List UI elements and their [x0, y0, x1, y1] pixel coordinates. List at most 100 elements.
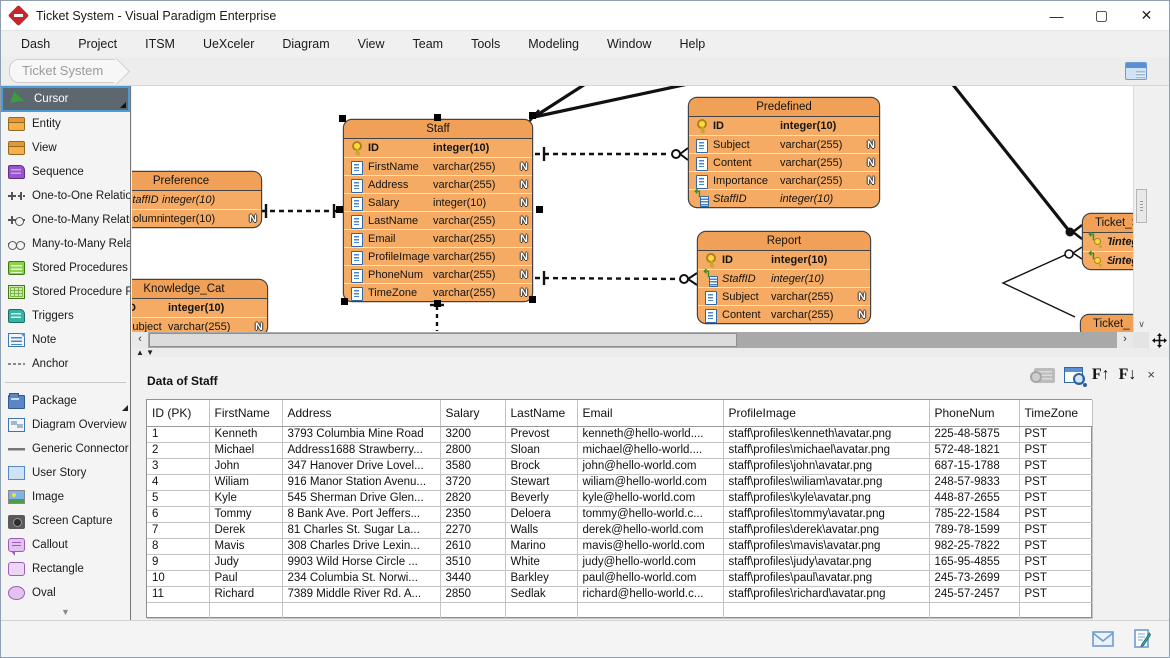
table-cell[interactable]: Address1688 Strawberry...	[282, 442, 441, 459]
table-cell[interactable]: staff\profiles\kyle\avatar.png	[723, 490, 930, 507]
menu-item[interactable]: Window	[607, 37, 652, 51]
table-cell[interactable]: 572-48-1821	[929, 442, 1020, 459]
table-cell[interactable]: 3200	[440, 426, 506, 443]
table-cell[interactable]: wiliam@hello-world.com	[577, 474, 724, 491]
table-cell[interactable]: Paul	[209, 570, 283, 587]
close-button[interactable]: ✕	[1140, 7, 1153, 23]
scroll-left-arrow[interactable]: ‹	[132, 332, 148, 348]
panel-close-button[interactable]: ×	[1147, 367, 1155, 382]
table-cell[interactable]: 448-87-2655	[929, 490, 1020, 507]
entity-column-row[interactable]: ID integer(10)	[689, 117, 879, 135]
menu-item[interactable]: View	[357, 37, 385, 51]
table-cell[interactable]: 1	[147, 426, 210, 443]
column-header[interactable]: ProfileImage	[723, 400, 930, 427]
table-cell[interactable]: 7	[147, 522, 210, 539]
table-cell[interactable]: 308 Charles Drive Lexin...	[282, 538, 441, 555]
horizontal-scroll-thumb[interactable]	[149, 333, 737, 347]
table-cell[interactable]: Deloera	[505, 506, 578, 523]
table-cell[interactable]	[209, 602, 283, 619]
table-cell[interactable]: 545 Sherman Drive Glen...	[282, 490, 441, 507]
table-cell[interactable]: mavis@hello-world.com	[577, 538, 724, 555]
table-cell[interactable]: staff\profiles\mavis\avatar.png	[723, 538, 930, 555]
table-cell[interactable]: 7389 Middle River Rd. A...	[282, 586, 441, 603]
table-cell[interactable]: 5	[147, 490, 210, 507]
entity-column-row[interactable]: Email varchar(255) N	[344, 229, 532, 247]
entity-column-row[interactable]: Subject varchar(255) N	[132, 317, 267, 332]
table-cell[interactable]: PST	[1019, 538, 1093, 555]
breadcrumb[interactable]: Ticket System	[9, 59, 119, 83]
table-cell[interactable]: paul@hello-world.com	[577, 570, 724, 587]
splitter-collapse-down[interactable]: ▼	[146, 348, 155, 357]
table-cell[interactable]: Judy	[209, 554, 283, 571]
table-cell[interactable]: 245-73-2699	[929, 570, 1020, 587]
table-cell[interactable]: PST	[1019, 586, 1093, 603]
table-cell[interactable]: PST	[1019, 426, 1093, 443]
table-cell[interactable]: kyle@hello-world.com	[577, 490, 724, 507]
entity-title[interactable]: Predefined	[689, 98, 879, 117]
toolbox-item[interactable]: User Story	[1, 461, 130, 485]
table-cell[interactable]	[282, 602, 441, 619]
table-cell[interactable]: Sedlak	[505, 586, 578, 603]
toolbox-item[interactable]: View	[1, 136, 130, 160]
pan-mode-icon[interactable]	[1151, 332, 1168, 349]
toolbox-item[interactable]: Screen Capture	[1, 509, 130, 533]
menu-item[interactable]: Tools	[471, 37, 501, 51]
table-cell[interactable]: 2350	[440, 506, 506, 523]
table-cell[interactable]: 11	[147, 586, 210, 603]
table-cell[interactable]: 916 Manor Station Avenu...	[282, 474, 441, 491]
entity-title[interactable]: Ticket_S	[1083, 214, 1133, 233]
entity-preference[interactable]: Preference StaffID integer(10) Col	[132, 171, 262, 228]
table-cell[interactable]: 2850	[440, 586, 506, 603]
selection-handle[interactable]	[529, 296, 536, 303]
entity-column-row[interactable]: ID integer(10)	[698, 251, 870, 269]
table-cell[interactable]: 982-25-7822	[929, 538, 1020, 555]
table-cell[interactable]	[577, 602, 724, 619]
table-cell[interactable]: michael@hello-world....	[577, 442, 724, 459]
entity-column-row[interactable]: ID integer(10)	[132, 299, 267, 317]
column-header[interactable]: LastName	[505, 400, 578, 427]
view-editable-table-icon[interactable]	[1063, 367, 1085, 385]
entity-column-row[interactable]: StaffID integer(10)	[1083, 249, 1133, 269]
column-header[interactable]: FirstName	[209, 400, 283, 427]
edit-note-icon[interactable]	[1134, 629, 1151, 649]
canvas-vertical-scrollbar[interactable]: ∨	[1133, 86, 1149, 332]
table-cell[interactable]: 234 Columbia St. Norwi...	[282, 570, 441, 587]
table-cell[interactable]: 2820	[440, 490, 506, 507]
table-cell[interactable]: 3720	[440, 474, 506, 491]
table-cell[interactable]: Beverly	[505, 490, 578, 507]
table-cell[interactable]: staff\profiles\tommy\avatar.png	[723, 506, 930, 523]
toolbox-item[interactable]: Stored Procedure Re	[1, 280, 130, 304]
minimize-button[interactable]: —	[1049, 7, 1064, 24]
entity-column-row[interactable]: StaffID integer(10)	[698, 267, 870, 287]
column-header[interactable]: Address	[282, 400, 441, 427]
table-cell[interactable]: derek@hello-world.com	[577, 522, 724, 539]
table-cell[interactable]: PST	[1019, 458, 1093, 475]
diagram-canvas[interactable]: Preference StaffID integer(10) Col	[132, 86, 1133, 332]
entity-column-row[interactable]: Subject varchar(255) N	[689, 135, 879, 153]
entity-column-row[interactable]: Content varchar(255) N	[689, 153, 879, 171]
table-cell[interactable]	[440, 602, 506, 619]
menu-item[interactable]: Help	[679, 37, 706, 51]
entity-predefined[interactable]: Predefined ID integer(10) Subject	[688, 97, 880, 208]
table-cell[interactable]: 245-57-2457	[929, 586, 1020, 603]
table-cell[interactable]: judy@hello-world.com	[577, 554, 724, 571]
toolbox-item[interactable]: Cursor	[1, 86, 130, 112]
font-increase-button[interactable]: F↑	[1091, 366, 1110, 383]
entity-column-row[interactable]: PhoneNum varchar(255) N	[344, 265, 532, 283]
entity-column-row[interactable]: Column integer(10) N	[132, 209, 261, 227]
menu-item[interactable]: Team	[412, 37, 444, 51]
entity-column-row[interactable]: ID integer(10)	[344, 139, 532, 157]
scroll-right-arrow[interactable]: ›	[1117, 332, 1133, 348]
entity-column-row[interactable]: TimeZone varchar(255) N	[344, 283, 532, 301]
table-cell[interactable]: staff\profiles\richard\avatar.png	[723, 586, 930, 603]
toolbox-item[interactable]: Package	[1, 389, 130, 413]
table-cell[interactable]: PST	[1019, 474, 1093, 491]
table-cell[interactable]: staff\profiles\michael\avatar.png	[723, 442, 930, 459]
toolbox-item[interactable]: Sequence	[1, 160, 130, 184]
table-cell[interactable]: Kyle	[209, 490, 283, 507]
